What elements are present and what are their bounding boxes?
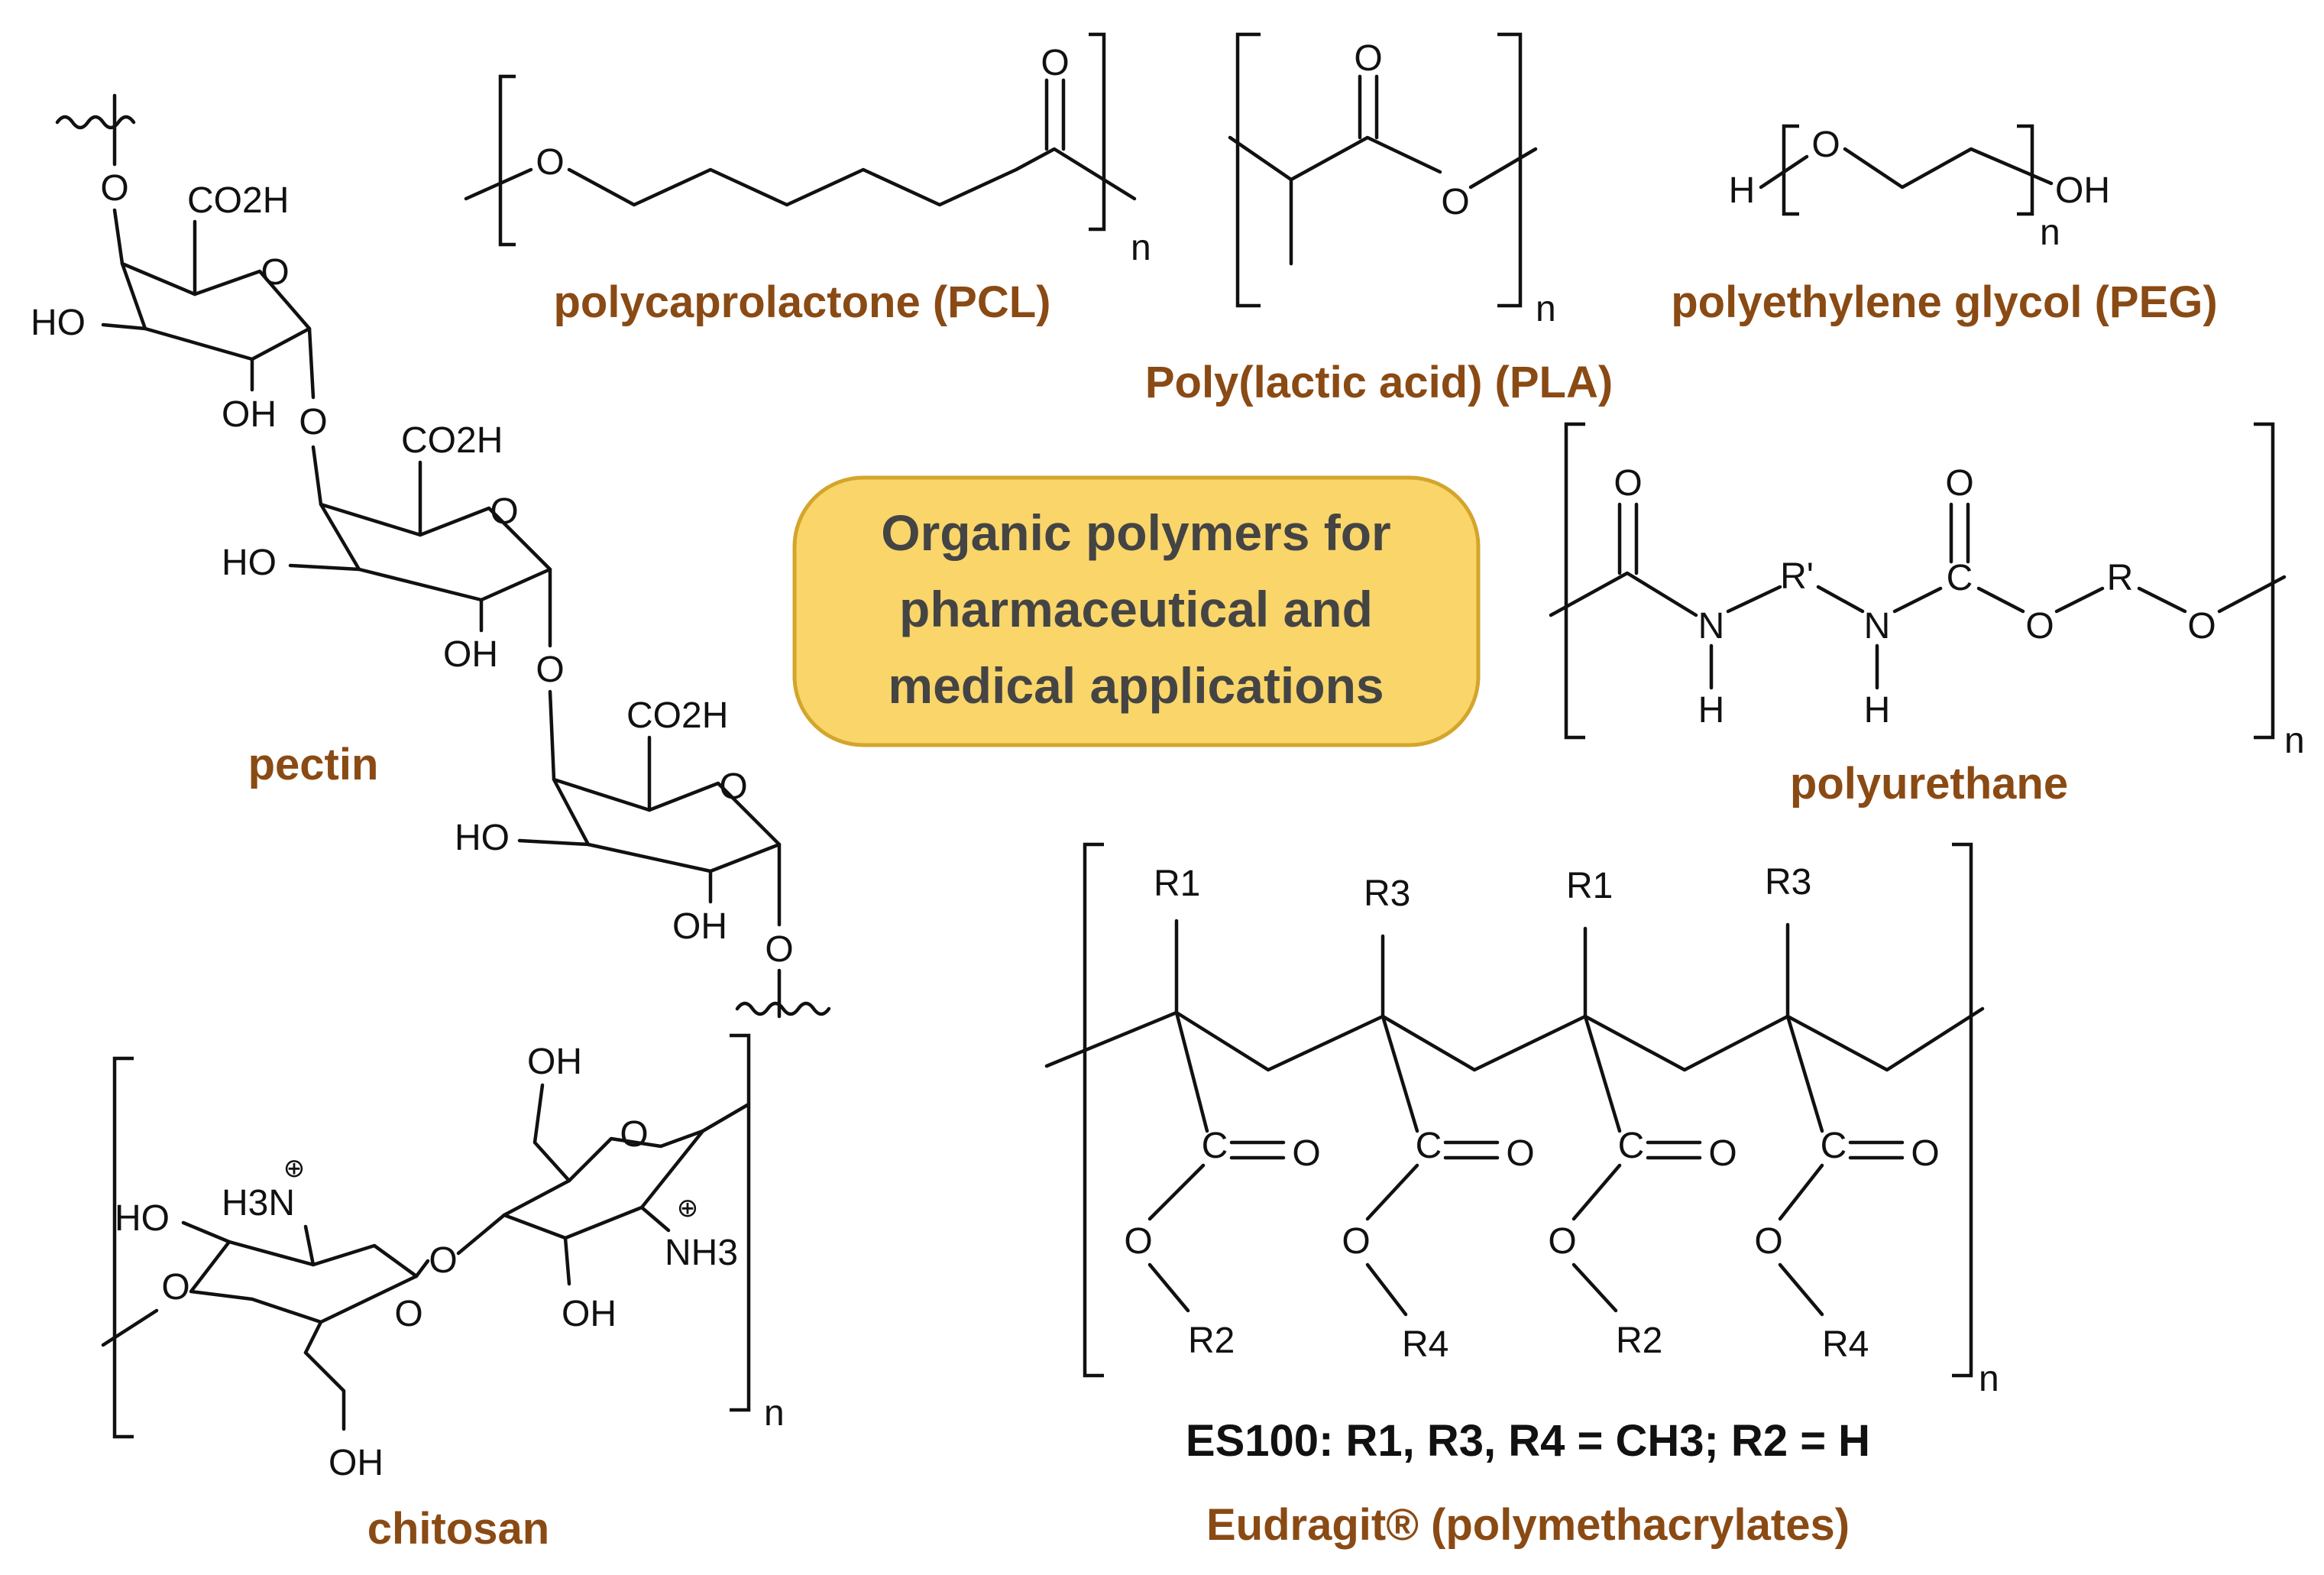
chitosan-label: chitosan [367,1504,550,1554]
svg-text:O: O [1124,1221,1152,1262]
svg-text:O: O [100,168,128,209]
svg-text:O: O [394,1294,422,1334]
svg-text:n: n [2040,212,2060,253]
svg-text:OH: OH [222,394,277,435]
svg-text:OH: OH [672,906,727,947]
svg-text:R: R [2107,558,2134,598]
svg-text:O: O [719,766,747,807]
svg-text:H: H [1729,170,1756,211]
chitosan-structure: O O HO H3N ⊕ OH O O OH NH3 ⊕ OH n chitos… [101,1033,785,1554]
svg-text:O: O [620,1114,648,1155]
svg-text:R1: R1 [1154,864,1200,904]
svg-text:O: O [429,1240,457,1281]
svg-text:O: O [261,252,289,293]
center-line-1: Organic polymers for [881,504,1391,561]
svg-text:O: O [2187,606,2216,647]
center-title-box: Organic polymers for pharmaceutical and … [792,475,1481,747]
pla-structure: O O n Poly(lactic acid) (PLA) [1145,32,1613,407]
eudragit-label: Eudragit® (polymethacrylates) [1206,1500,1850,1550]
svg-text:n: n [1979,1359,1999,1399]
svg-text:O: O [161,1267,189,1308]
pectin-structure: O O CO2H HO OH O O CO2H HO OH O O CO2H H… [31,93,831,1019]
center-line-3: medical applications [888,657,1384,714]
svg-text:HO: HO [455,818,510,858]
svg-text:O: O [299,402,327,442]
svg-text:OH: OH [562,1294,617,1334]
svg-text:OH: OH [2055,170,2110,211]
svg-text:⊕: ⊕ [283,1154,306,1183]
svg-text:OH: OH [443,634,498,675]
peg-structure: H O OH n polyethylene glycol (PEG) [1671,124,2218,327]
svg-text:O: O [536,142,564,183]
svg-text:O: O [2025,606,2054,647]
svg-text:O: O [1441,182,1469,222]
svg-text:C: C [1947,558,1973,598]
svg-text:O: O [536,650,564,690]
svg-text:O: O [1354,38,1382,79]
svg-text:HO: HO [31,303,86,343]
pectin-label: pectin [248,740,379,789]
svg-text:n: n [2284,721,2305,761]
svg-text:O: O [1548,1221,1576,1262]
svg-text:HO: HO [115,1198,170,1239]
svg-text:N: N [1698,606,1725,647]
svg-text:CO2H: CO2H [401,420,503,461]
svg-text:CO2H: CO2H [626,695,728,736]
svg-text:H: H [1698,690,1725,731]
pcl-label: polycaprolactone (PCL) [554,277,1051,327]
svg-text:O: O [1292,1133,1320,1174]
svg-text:OH: OH [527,1042,582,1082]
svg-text:O: O [1506,1133,1534,1174]
svg-text:R3: R3 [1765,862,1811,903]
svg-text:R4: R4 [1402,1324,1448,1365]
svg-text:C: C [1202,1126,1228,1166]
svg-text:R3: R3 [1364,873,1410,914]
peg-label: polyethylene glycol (PEG) [1671,277,2217,327]
svg-text:C: C [1416,1126,1442,1166]
svg-text:HO: HO [222,543,277,583]
eudragit-structure: R1 C O O R2 R3 C O O R4 R1 C O O R2 [1044,842,1999,1550]
svg-text:n: n [764,1393,785,1434]
svg-text:R4: R4 [1822,1324,1869,1365]
svg-text:OH: OH [329,1443,384,1483]
svg-text:C: C [1821,1126,1847,1166]
svg-text:R2: R2 [1616,1321,1662,1361]
svg-text:O: O [1041,43,1069,83]
pcl-structure: O O n polycaprolactone (PCL) [464,32,1151,327]
svg-text:O: O [1614,463,1642,504]
svg-text:O: O [1811,125,1840,165]
svg-text:R1: R1 [1566,866,1613,906]
svg-text:R2: R2 [1188,1321,1235,1361]
svg-text:n: n [1131,228,1151,268]
polyurethane-structure: O N H R' N H C O O R O n polyurethane [1549,422,2305,809]
svg-text:O: O [765,929,793,970]
svg-text:C: C [1618,1126,1645,1166]
pla-label: Poly(lactic acid) (PLA) [1145,358,1613,407]
svg-text:H3N: H3N [222,1183,295,1223]
svg-text:O: O [1754,1221,1782,1262]
svg-text:O: O [1945,463,1973,504]
svg-text:O: O [490,491,518,532]
svg-text:H: H [1864,690,1891,731]
svg-text:R': R' [1780,556,1814,597]
center-line-2: pharmaceutical and [899,581,1373,637]
svg-text:N: N [1864,606,1891,647]
svg-text:n: n [1536,289,1556,329]
svg-text:⊕: ⊕ [677,1194,699,1223]
svg-text:NH3: NH3 [665,1233,738,1273]
svg-text:O: O [1708,1133,1737,1174]
svg-text:CO2H: CO2H [187,180,289,221]
svg-text:O: O [1342,1221,1370,1262]
es100-definition: ES100: R1, R3, R4 = CH3; R2 = H [1186,1416,1870,1466]
svg-text:O: O [1911,1133,1939,1174]
polyurethane-label: polyurethane [1790,759,2068,809]
